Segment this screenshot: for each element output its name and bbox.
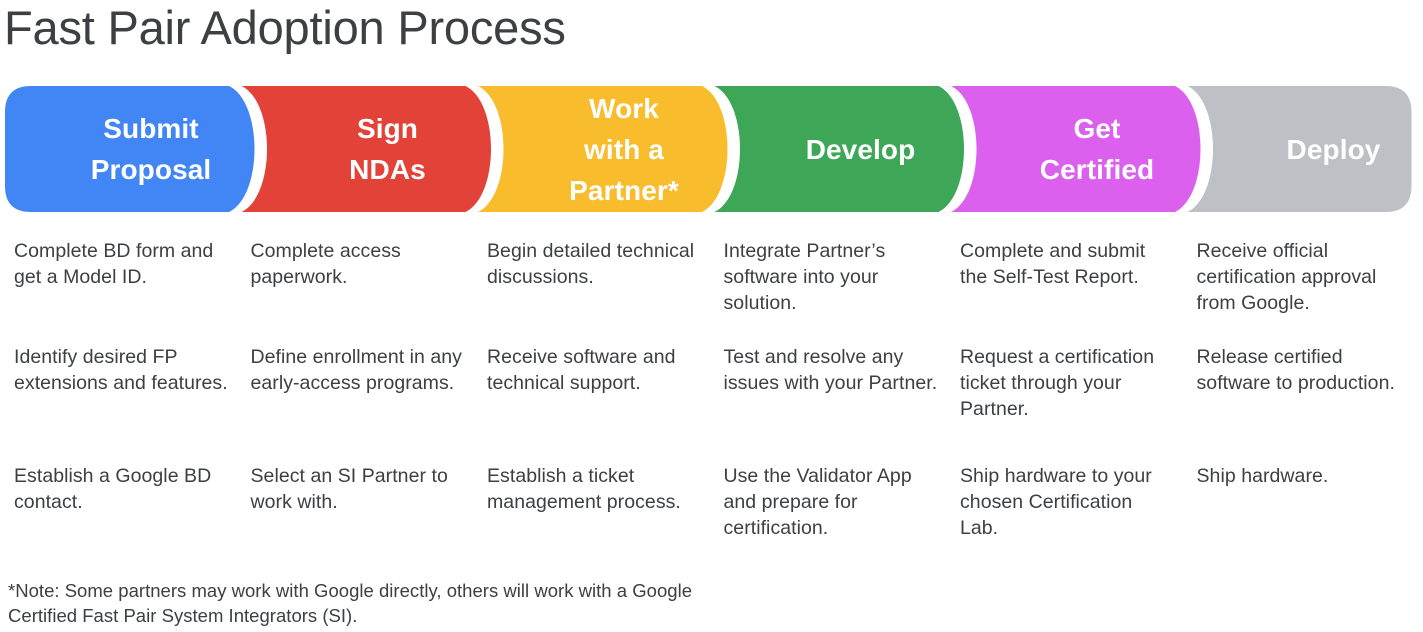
ribbon-segment-deploy [1187, 86, 1412, 212]
step-item: Receive official certification approval … [1196, 240, 1377, 314]
ribbon-label-submit-proposal: Submit Proposal [90, 113, 212, 185]
step-item: Test and resolve any issues with your Pa… [723, 346, 938, 394]
ribbon-segment-submit-proposal [5, 86, 255, 212]
step-item: Complete and submit the Self-Test Report… [960, 240, 1146, 288]
ribbon-label-develop: Develop [805, 133, 916, 165]
step-item: Complete BD form and get a Model ID. [14, 240, 214, 288]
steps-grid: Complete BD form and get a Model ID. Iden… [0, 238, 1423, 558]
step-item: Request a certification ticket through y… [960, 346, 1155, 420]
process-ribbon: Submit Proposal Sign NDAs Work with a Part… [0, 86, 1423, 212]
ribbon-label-sign-ndas: Sign NDAs [349, 113, 426, 185]
step-item: Integrate Partner’s software into your s… [723, 240, 886, 314]
step-item: Use the Validator App and prepare for ce… [723, 465, 912, 539]
step-item: Begin detailed technical discussions. [487, 240, 695, 288]
ribbon-label-get-certified: Get Certified [1039, 113, 1155, 185]
step-item: Release certified software to production… [1196, 346, 1395, 394]
ribbon-labels: Submit Proposal Sign NDAs Work with a Part… [0, 86, 1423, 212]
ribbon-label-work-with-a-partner: Work with a Partner* [569, 92, 679, 206]
step-item: Establish a ticket management process. [487, 465, 681, 513]
ribbon-segment-get-certified [951, 86, 1201, 212]
ribbon-segment-sign-ndas [241, 86, 491, 212]
page-title: Fast Pair Adoption Process [4, 1, 566, 54]
ribbon-segment-develop [714, 86, 964, 212]
step-item: Identify desired FP extensions and featu… [14, 346, 228, 394]
step-item: Select an SI Partner to work with. [250, 465, 448, 513]
step-item: Define enrollment in any early-access pr… [250, 346, 462, 394]
footnote: *Note: Some partners may work with Googl… [8, 580, 693, 626]
step-item: Establish a Google BD contact. [14, 465, 212, 513]
step-item: Ship hardware to your chosen Certificati… [960, 465, 1152, 539]
ribbon-label-deploy: Deploy [1286, 133, 1381, 165]
step-item: Receive software and technical support. [487, 346, 676, 394]
step-item: Ship hardware. [1196, 465, 1329, 487]
step-item: Complete access paperwork. [250, 240, 401, 288]
ribbon-shapes [5, 86, 1412, 212]
ribbon-segment-work-with-a-partner [478, 86, 728, 212]
